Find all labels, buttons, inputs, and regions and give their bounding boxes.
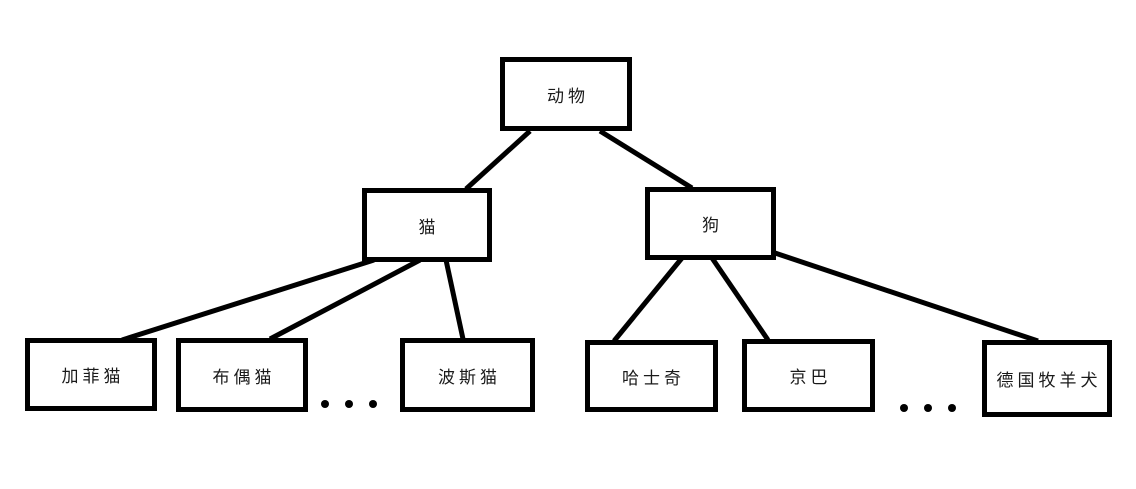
node-ragdoll: 布偶猫: [176, 338, 308, 412]
cat-children-ellipsis-dot: [345, 400, 353, 408]
node-ragdoll-label: 布偶猫: [212, 367, 276, 388]
edge-dog-husky: [612, 256, 684, 343]
node-persian-label: 波斯猫: [438, 367, 501, 388]
node-husky: 哈士奇: [585, 340, 718, 412]
cat-children-ellipsis-dot: [369, 400, 377, 408]
edge-root-dog: [598, 128, 694, 191]
cat-children-ellipsis-dot: [321, 400, 329, 408]
dog-children-ellipsis-dot: [900, 404, 908, 412]
node-garfield: 加菲猫: [25, 338, 157, 411]
node-pekingese: 京巴: [742, 339, 875, 412]
edge-root-cat: [464, 129, 532, 191]
node-dog-label: 狗: [702, 216, 723, 236]
edge-dog-german-shepherd: [771, 249, 1039, 344]
node-root-label: 动物: [547, 86, 589, 107]
dog-children-ellipsis-dot: [948, 404, 956, 412]
edge-cat-ragdoll: [268, 257, 422, 342]
node-root: 动物: [500, 57, 632, 131]
edge-dog-pekingese: [709, 256, 771, 342]
node-german-shepherd: 德国牧羊犬: [982, 340, 1112, 417]
node-cat: 猫: [362, 188, 492, 262]
node-german-shepherd-label: 德国牧羊犬: [996, 371, 1102, 391]
edge-cat-persian: [443, 259, 466, 340]
dog-children-ellipsis-dot: [924, 404, 932, 412]
node-pekingese-label: 京巴: [789, 368, 832, 388]
node-dog: 狗: [645, 187, 776, 260]
node-garfield-label: 加菲猫: [61, 367, 125, 387]
node-cat-label: 猫: [418, 217, 440, 238]
node-husky-label: 哈士奇: [622, 368, 685, 389]
edge-cat-garfield: [121, 257, 375, 343]
node-persian: 波斯猫: [400, 338, 535, 412]
